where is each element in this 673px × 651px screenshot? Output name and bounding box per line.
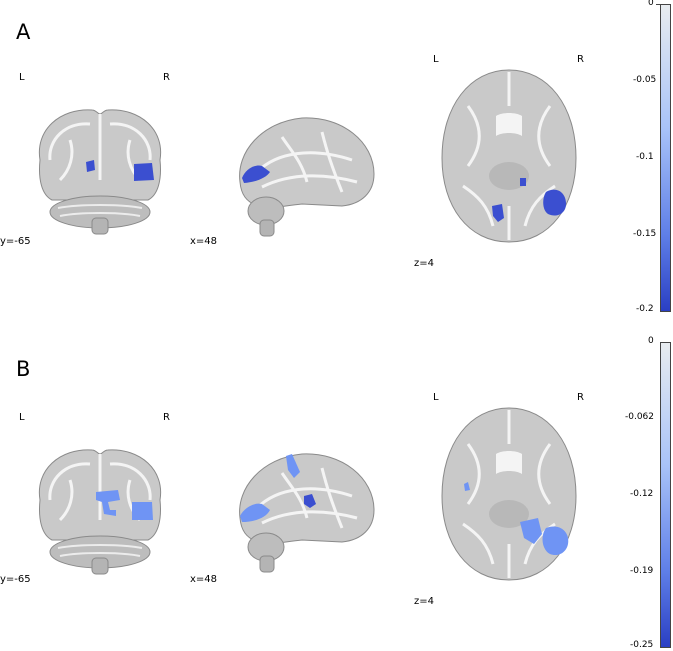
activation-blob [96, 490, 120, 516]
activation-blob [286, 454, 300, 478]
axial-brain-slice [441, 407, 577, 581]
colorbar-tick: -0.12 [630, 489, 654, 499]
sagittal-coordinate: x=48 [190, 574, 218, 585]
activation-blob [543, 189, 566, 216]
colorbar-tick: -0.1 [636, 152, 654, 162]
activation-blob [304, 494, 316, 508]
axial-brain-slice [441, 69, 577, 243]
right-label: R [577, 54, 584, 65]
left-label: L [433, 392, 439, 403]
activation-blob [520, 518, 542, 544]
coronal-brain-slice [38, 109, 162, 235]
activation-blob [132, 502, 153, 520]
sagittal-coordinate: x=48 [190, 236, 218, 247]
left-label: L [433, 54, 439, 65]
colorbar-tick: -0.062 [625, 412, 655, 422]
activation-blob [542, 526, 569, 556]
right-label: R [163, 72, 170, 83]
activation-blob [242, 165, 270, 183]
axial-coordinate: z=4 [414, 258, 434, 269]
activation-blob [464, 482, 470, 491]
colorbar-tick: 0 [648, 336, 654, 346]
coronal-coordinate: y=-65 [0, 236, 31, 247]
coronal-brain-slice [38, 449, 162, 575]
panel-letter: A [16, 20, 31, 44]
colorbar-gradient [660, 4, 671, 312]
colorbar-tick: -0.15 [633, 229, 657, 239]
coronal-coordinate: y=-65 [0, 574, 31, 585]
activation-blob [492, 204, 504, 222]
right-label: R [577, 392, 584, 403]
colorbar-tick: -0.19 [630, 566, 654, 576]
sagittal-brain-slice [239, 117, 375, 237]
colorbar-gradient [660, 342, 671, 648]
colorbar-tick: -0.2 [636, 304, 654, 314]
activation-blob [86, 160, 95, 172]
activation-blob [134, 163, 154, 181]
colorbar-tick: -0.25 [630, 640, 654, 650]
axial-coordinate: z=4 [414, 596, 434, 607]
left-label: L [19, 412, 25, 423]
sagittal-brain-slice [239, 453, 375, 573]
colorbar-tick: -0.05 [633, 75, 657, 85]
panel-letter: B [16, 357, 31, 381]
right-label: R [163, 412, 170, 423]
left-label: L [19, 72, 25, 83]
colorbar-tick: 0 [648, 0, 654, 8]
activation-blob [520, 178, 526, 186]
activation-blob [240, 503, 270, 522]
